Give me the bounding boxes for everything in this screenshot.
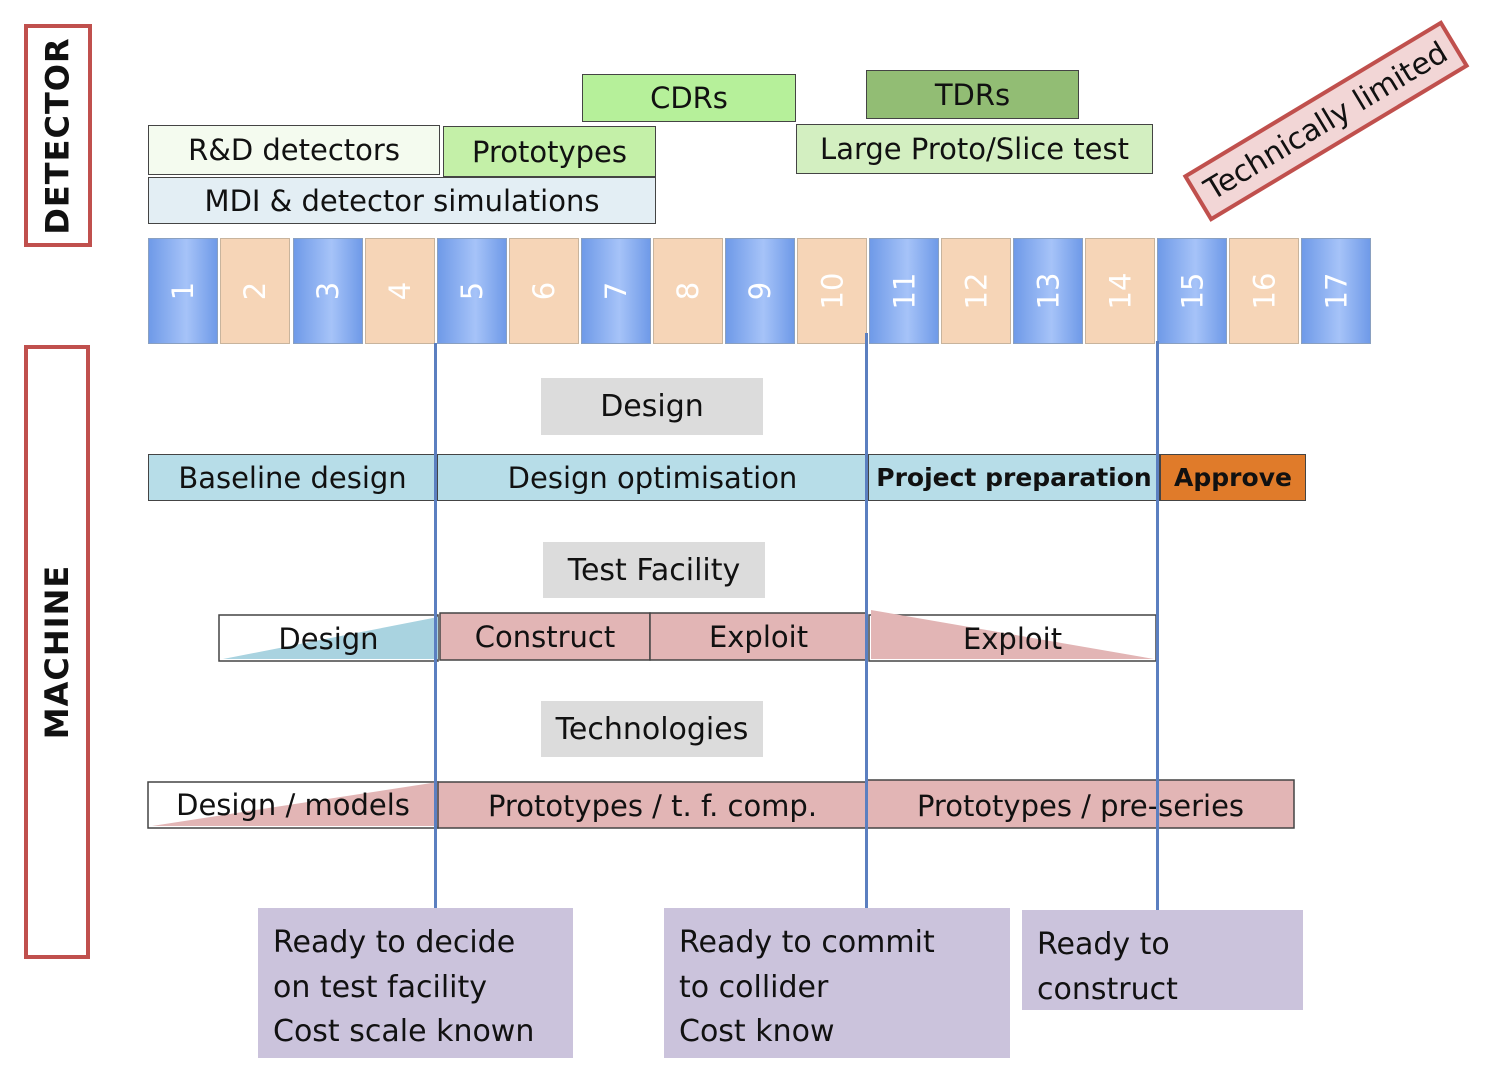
rd-detectors-box: R&D detectors	[148, 125, 440, 175]
large-proto-box: Large Proto/Slice test	[796, 124, 1153, 174]
timeline-cell: 3	[293, 238, 363, 344]
tdrs-box: TDRs	[866, 70, 1079, 119]
tf-exploit-label: Exploit	[708, 619, 809, 654]
tf-exploit-label-2: Exploit	[962, 622, 1063, 656]
timeline-cell: 8	[653, 238, 723, 344]
tech-prototypes-preseries-label: Prototypes / pre-series	[916, 789, 1245, 823]
timeline-cell: 4	[365, 238, 435, 344]
timeline-cell: 14	[1085, 238, 1155, 344]
timeline-cell: 11	[869, 238, 939, 344]
tf-construct-label: Construct	[474, 619, 616, 654]
design-optimisation-bar: Design optimisation	[437, 454, 868, 501]
timeline-cell: 16	[1229, 238, 1299, 344]
machine-label: MACHINE	[24, 345, 90, 959]
milestone-box: Ready to construct	[1022, 910, 1303, 1010]
detector-label: DETECTOR	[24, 24, 92, 247]
timeline-cell: 17	[1301, 238, 1371, 344]
milestone-line	[865, 333, 868, 908]
cdrs-label: CDRs	[650, 81, 728, 115]
project-preparation-bar: Project preparation	[868, 454, 1160, 501]
timeline-cell: 2	[220, 238, 290, 344]
tf-design-label: Design	[278, 622, 379, 656]
timeline-cell: 6	[509, 238, 579, 344]
timeline-cell: 1	[148, 238, 218, 344]
timeline-cell: 5	[437, 238, 507, 344]
tech-prototypes-tf-label: Prototypes / t. f. comp.	[487, 789, 818, 823]
approve-bar: Approve	[1160, 454, 1306, 501]
milestone-line	[1156, 341, 1159, 910]
timeline-cell: 13	[1013, 238, 1083, 344]
large-proto-label: Large Proto/Slice test	[820, 132, 1129, 166]
milestone-line	[434, 343, 437, 908]
cdrs-box: CDRs	[582, 74, 796, 122]
tdrs-label: TDRs	[934, 77, 1011, 112]
timeline-cell: 10	[797, 238, 867, 344]
mdi-simulations-label: MDI & detector simulations	[204, 183, 600, 218]
technologies-header: Technologies	[541, 701, 763, 757]
timeline-cell: 15	[1157, 238, 1227, 344]
timeline-cell: 12	[941, 238, 1011, 344]
prototypes-box: Prototypes	[443, 126, 656, 177]
test-facility-header: Test Facility	[543, 542, 765, 598]
timeline-cell: 7	[581, 238, 651, 344]
tech-design-models-label: Design / models	[176, 788, 410, 822]
timeline-cell: 9	[725, 238, 795, 344]
milestone-box: Ready to decide on test facility Cost sc…	[258, 908, 573, 1058]
design-header: Design	[541, 378, 763, 435]
rd-detectors-label: R&D detectors	[188, 133, 400, 167]
mdi-simulations-box: MDI & detector simulations	[148, 177, 656, 224]
baseline-design-bar: Baseline design	[148, 454, 437, 501]
prototypes-label: Prototypes	[471, 134, 627, 169]
milestone-box: Ready to commit to collider Cost know	[664, 908, 1010, 1058]
